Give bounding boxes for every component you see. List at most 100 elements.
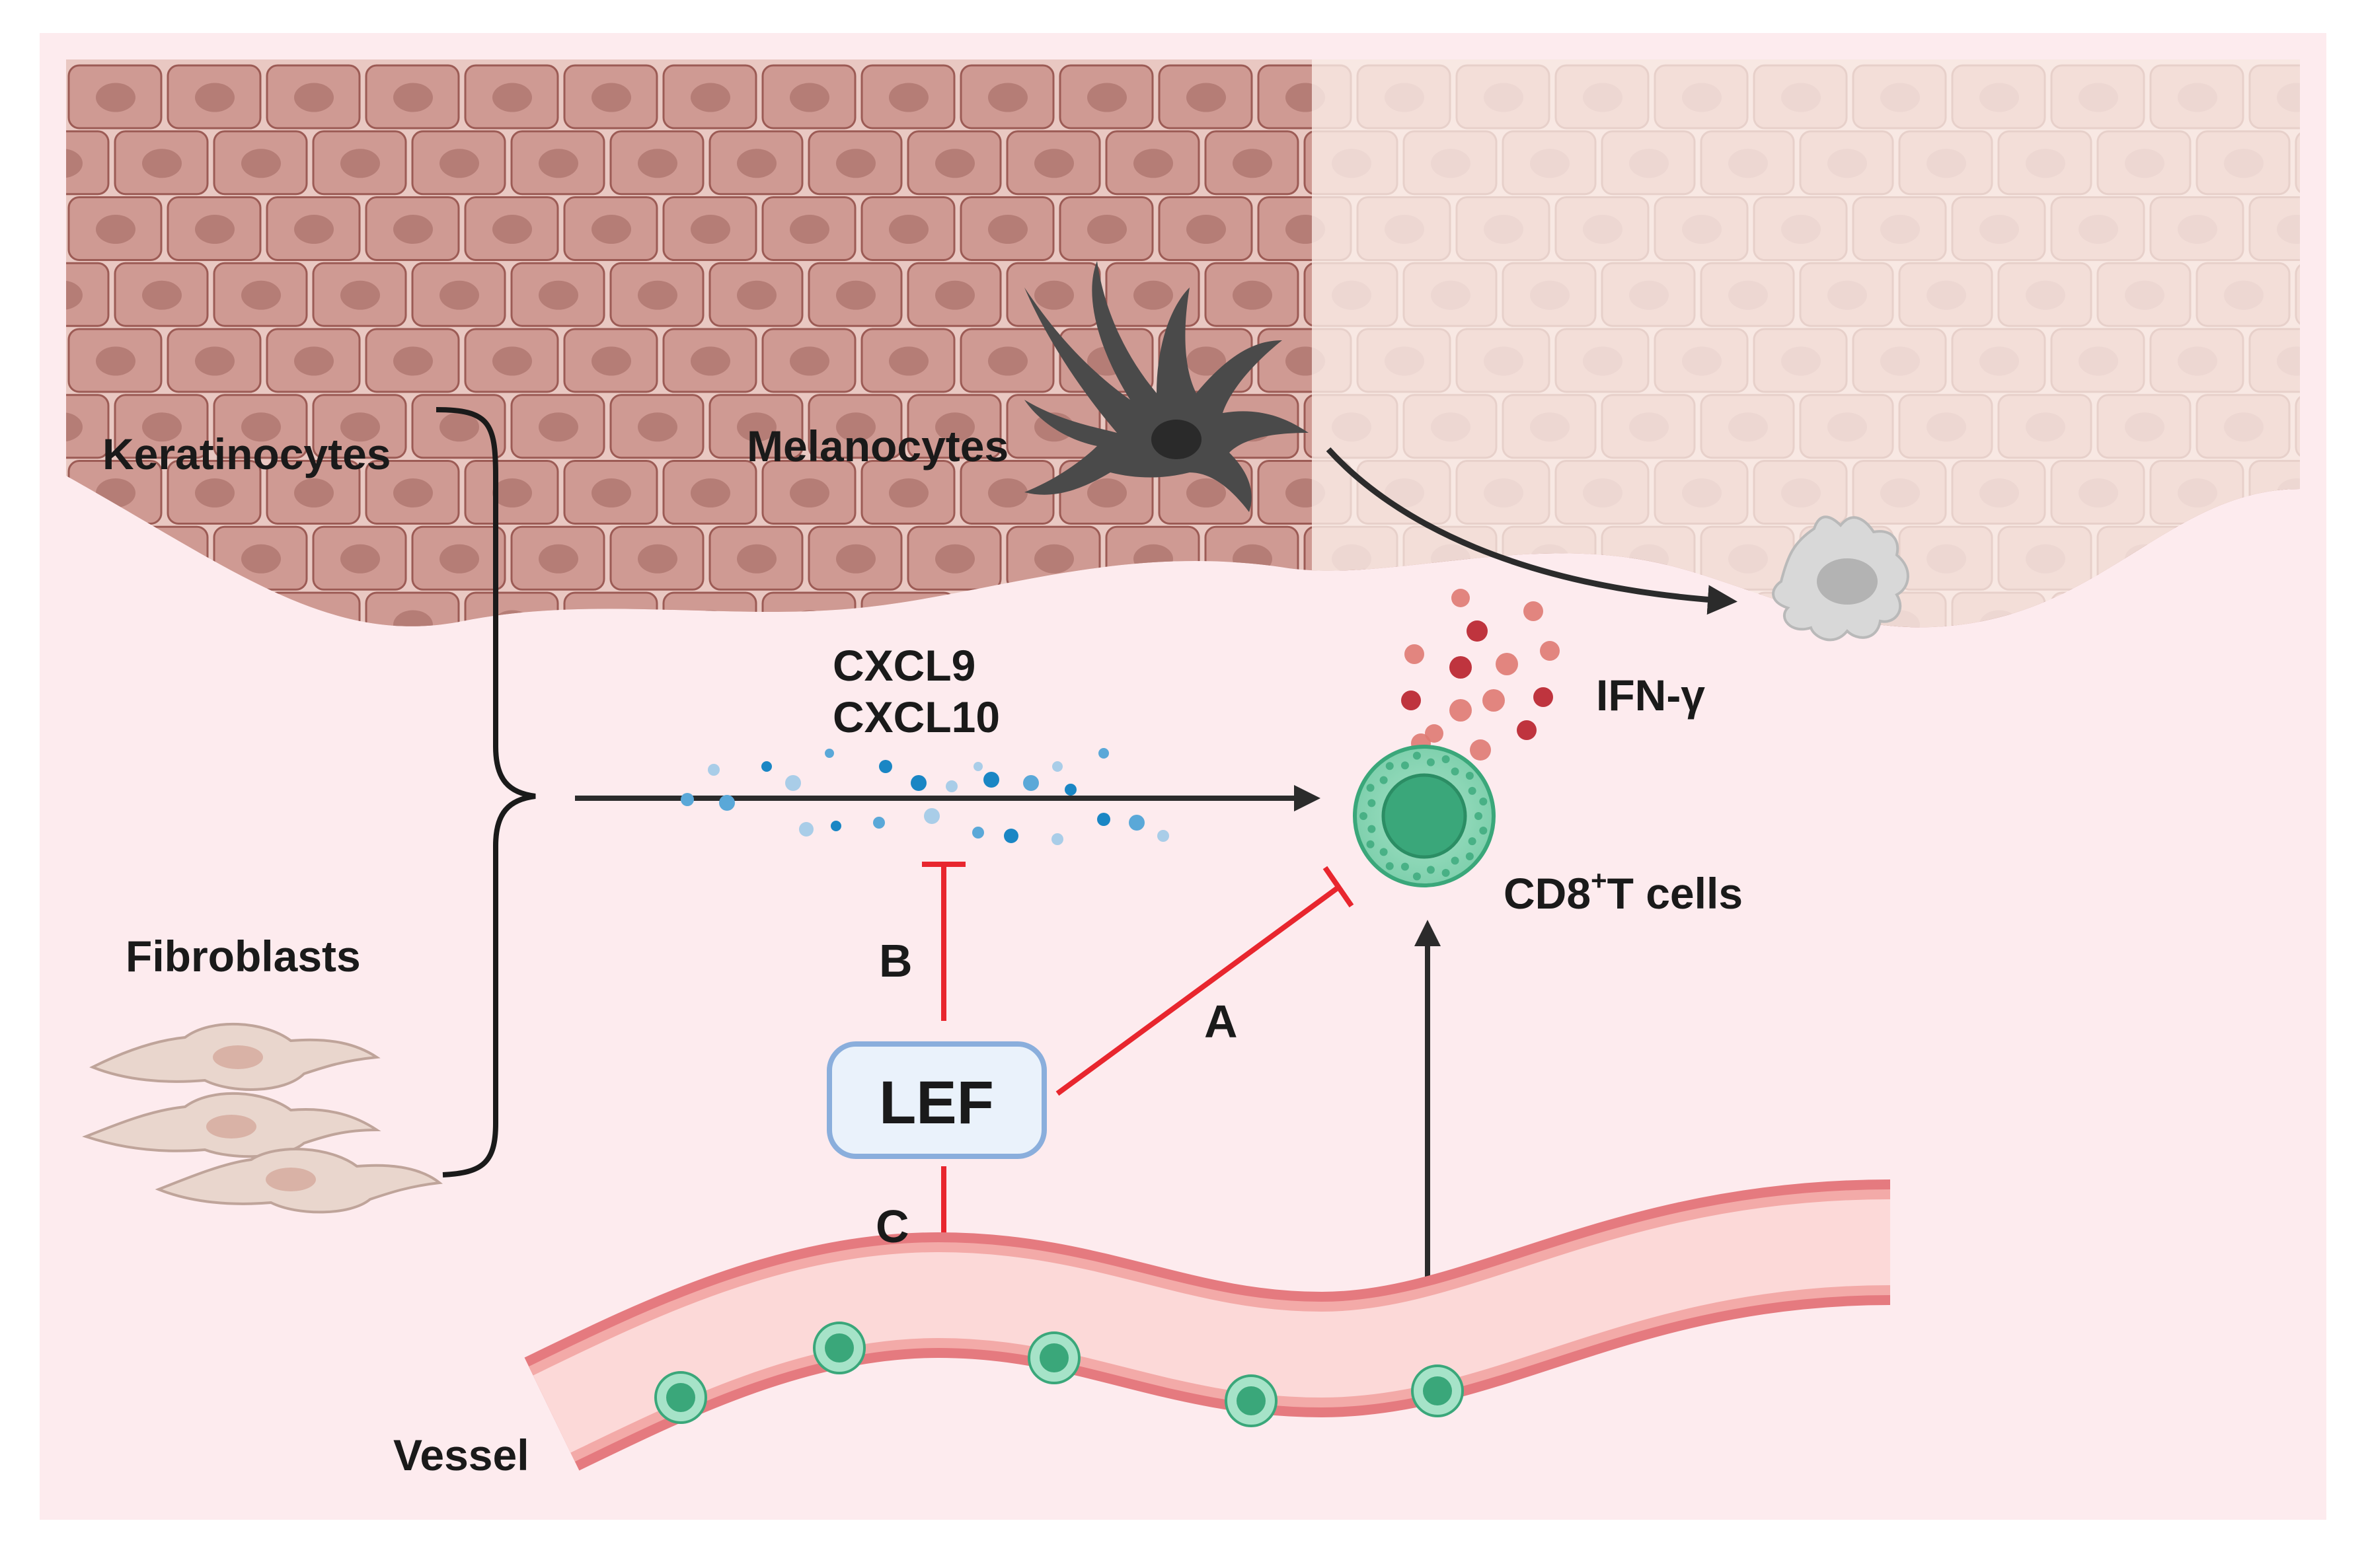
cd8-granule — [1465, 852, 1474, 861]
keratinocyte-cell — [563, 328, 658, 393]
chemokine-particles — [681, 748, 1169, 845]
keratinocyte-cell — [411, 130, 506, 196]
keratinocyte-cell — [510, 262, 605, 327]
keratinocyte-cell — [609, 525, 705, 591]
cxcl10-label: CXCL10 — [833, 692, 1000, 741]
cd8-granule — [1479, 827, 1488, 835]
keratinocyte-cell — [761, 64, 857, 130]
melanocyte-destruction-arrow — [1326, 447, 1737, 615]
keratinocyte-cell — [510, 525, 605, 591]
cd8-granule — [1468, 786, 1476, 795]
keratinocyte-cell — [312, 525, 407, 591]
keratinocyte-cell — [1006, 262, 1101, 327]
chemokine-particle — [946, 780, 958, 792]
cd8-granule — [1379, 848, 1388, 856]
keratinocyte-cell — [960, 328, 1055, 393]
keratinocyte-cell — [312, 130, 407, 196]
circulating-t-cell — [654, 1371, 707, 1424]
chemokine-particle — [972, 827, 984, 839]
keratinocyte-cell — [1204, 262, 1299, 327]
keratinocyte-cell — [1105, 130, 1200, 196]
keratinocyte-cell — [609, 394, 705, 459]
ifn-gamma-label: IFN-γ — [1596, 671, 1705, 720]
keratinocyte-cell — [464, 328, 559, 393]
ifn-gamma-particle — [1451, 589, 1470, 607]
cxcl9-label: CXCL9 — [833, 641, 975, 690]
keratinocyte-cell — [761, 460, 857, 525]
keratinocyte-cell — [1006, 130, 1101, 196]
keratinocyte-cell — [167, 460, 262, 525]
chemokine-particle — [1157, 830, 1169, 842]
ifn-gamma-particle — [1449, 656, 1472, 679]
keratinocyte-cell — [662, 64, 757, 130]
chemokine-particle — [785, 775, 801, 791]
keratinocytes-label: Keratinocytes — [102, 429, 391, 478]
keratinocyte-cell — [67, 196, 163, 261]
keratinocyte-cell — [114, 394, 209, 459]
inhibition-path-a — [1055, 866, 1354, 1096]
keratinocyte-cell — [662, 460, 757, 525]
cd8-granule — [1366, 784, 1375, 792]
circulating-t-cell — [813, 1322, 866, 1374]
keratinocyte-cell — [2349, 198, 2366, 260]
circulating-t-cell — [1028, 1331, 1081, 1384]
cd8-granule — [1465, 771, 1474, 780]
ifn-gamma-particle — [1449, 699, 1472, 722]
cd8-granule — [1412, 872, 1421, 881]
keratinocyte-cell — [563, 196, 658, 261]
chemokine-particle — [708, 764, 720, 776]
keratinocyte-cell — [609, 130, 705, 196]
keratinocyte-cell — [662, 196, 757, 261]
keratinocyte-cell — [213, 130, 308, 196]
chemokine-particle — [1098, 748, 1109, 759]
fibroblast-cells — [82, 1022, 443, 1214]
keratinocyte-cell — [761, 328, 857, 393]
ifn-gamma-particle — [1404, 644, 1424, 664]
chemokine-particle — [1023, 775, 1039, 791]
chemokine-particle — [1097, 813, 1110, 826]
keratinocyte-cell — [365, 328, 460, 393]
keratinocyte-cell — [67, 64, 163, 130]
chemokine-particle — [1004, 829, 1018, 843]
keratinocyte-cell — [312, 394, 407, 459]
chemokine-particle — [983, 772, 999, 788]
keratinocyte-cell — [266, 460, 361, 525]
chemokine-particle — [831, 821, 841, 831]
keratinocyte-cell — [510, 394, 605, 459]
cd8-granule — [1451, 767, 1459, 776]
keratinocyte-cell — [411, 394, 506, 459]
path-c-label: C — [876, 1201, 909, 1252]
keratinocyte-cell — [960, 64, 1055, 130]
cd8-granule — [1441, 869, 1450, 877]
cd8-granule — [1451, 856, 1459, 865]
cd8-granule — [1412, 751, 1421, 760]
keratinocyte-cell — [662, 328, 757, 393]
path-b-label: B — [879, 935, 913, 987]
keratinocyte-cell — [808, 130, 903, 196]
ifn-gamma-particle — [1540, 641, 1560, 661]
keratinocyte-cell — [860, 460, 956, 525]
cd8-granule — [1400, 862, 1409, 871]
keratinocyte-cell — [907, 394, 1002, 459]
keratinocyte-cell — [114, 130, 209, 196]
keratinocyte-cell — [907, 130, 1002, 196]
cd8-granule — [1379, 776, 1388, 784]
keratinocyte-cell — [411, 525, 506, 591]
cd8-granule — [1367, 799, 1376, 807]
keratinocyte-cell — [960, 460, 1055, 525]
chemokine-particle — [1129, 815, 1145, 831]
keratinocyte-cell — [808, 525, 903, 591]
chemokine-particle — [973, 762, 983, 771]
chemokine-particle — [1065, 784, 1077, 796]
ifn-gamma-particle — [1517, 720, 1537, 740]
blood-vessel — [524, 1179, 1891, 1471]
vessel-label: Vessel — [393, 1431, 529, 1479]
melanocytes-label: Melanocytes — [747, 422, 1009, 470]
chemokine-particle — [719, 795, 735, 811]
keratinocyte-cell — [563, 460, 658, 525]
ifn-gamma-particle — [1523, 601, 1543, 621]
chemokine-particle — [761, 761, 772, 772]
keratinocyte-cell — [266, 328, 361, 393]
cd8-granule — [1359, 812, 1367, 820]
keratinocyte-cell — [66, 394, 110, 459]
